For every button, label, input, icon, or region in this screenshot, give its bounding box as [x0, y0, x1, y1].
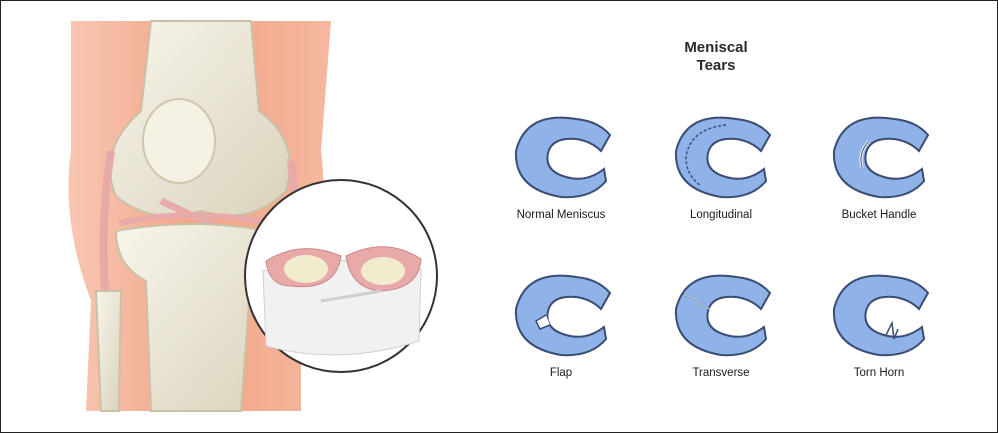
tear-transverse: Transverse [641, 269, 791, 399]
meniscus-shape [514, 116, 612, 199]
knee-anatomy-illustration [1, 1, 471, 432]
diagram-title: Meniscal Tears [641, 39, 791, 75]
tear-label: Flap [549, 367, 573, 379]
magnified-inset [244, 179, 438, 373]
tear-label: Longitudinal [689, 209, 753, 221]
meniscus-shape [514, 274, 612, 357]
meniscus-shape [674, 116, 772, 199]
tear-normal-meniscus: Normal Meniscus [481, 111, 631, 241]
meniscus-shape [832, 274, 930, 357]
tear-bucket-handle: Bucket Handle [799, 111, 949, 241]
tear-label: Normal Meniscus [516, 209, 606, 221]
title-line-1: Meniscal [684, 39, 748, 56]
fibula-bone [94, 290, 123, 412]
tear-label: Bucket Handle [841, 209, 917, 221]
tear-torn-horn: Torn Horn [799, 269, 949, 399]
tear-label: Transverse [692, 367, 750, 379]
patella-bone [142, 98, 216, 184]
tear-flap: Flap [481, 269, 631, 399]
title-line-2: Tears [696, 57, 736, 74]
meniscus-shape [832, 116, 930, 199]
tear-label: Torn Horn [853, 367, 905, 379]
knee-drawing [68, 20, 438, 412]
meniscus-shape [674, 274, 772, 357]
tear-longitudinal: Longitudinal [641, 111, 791, 241]
